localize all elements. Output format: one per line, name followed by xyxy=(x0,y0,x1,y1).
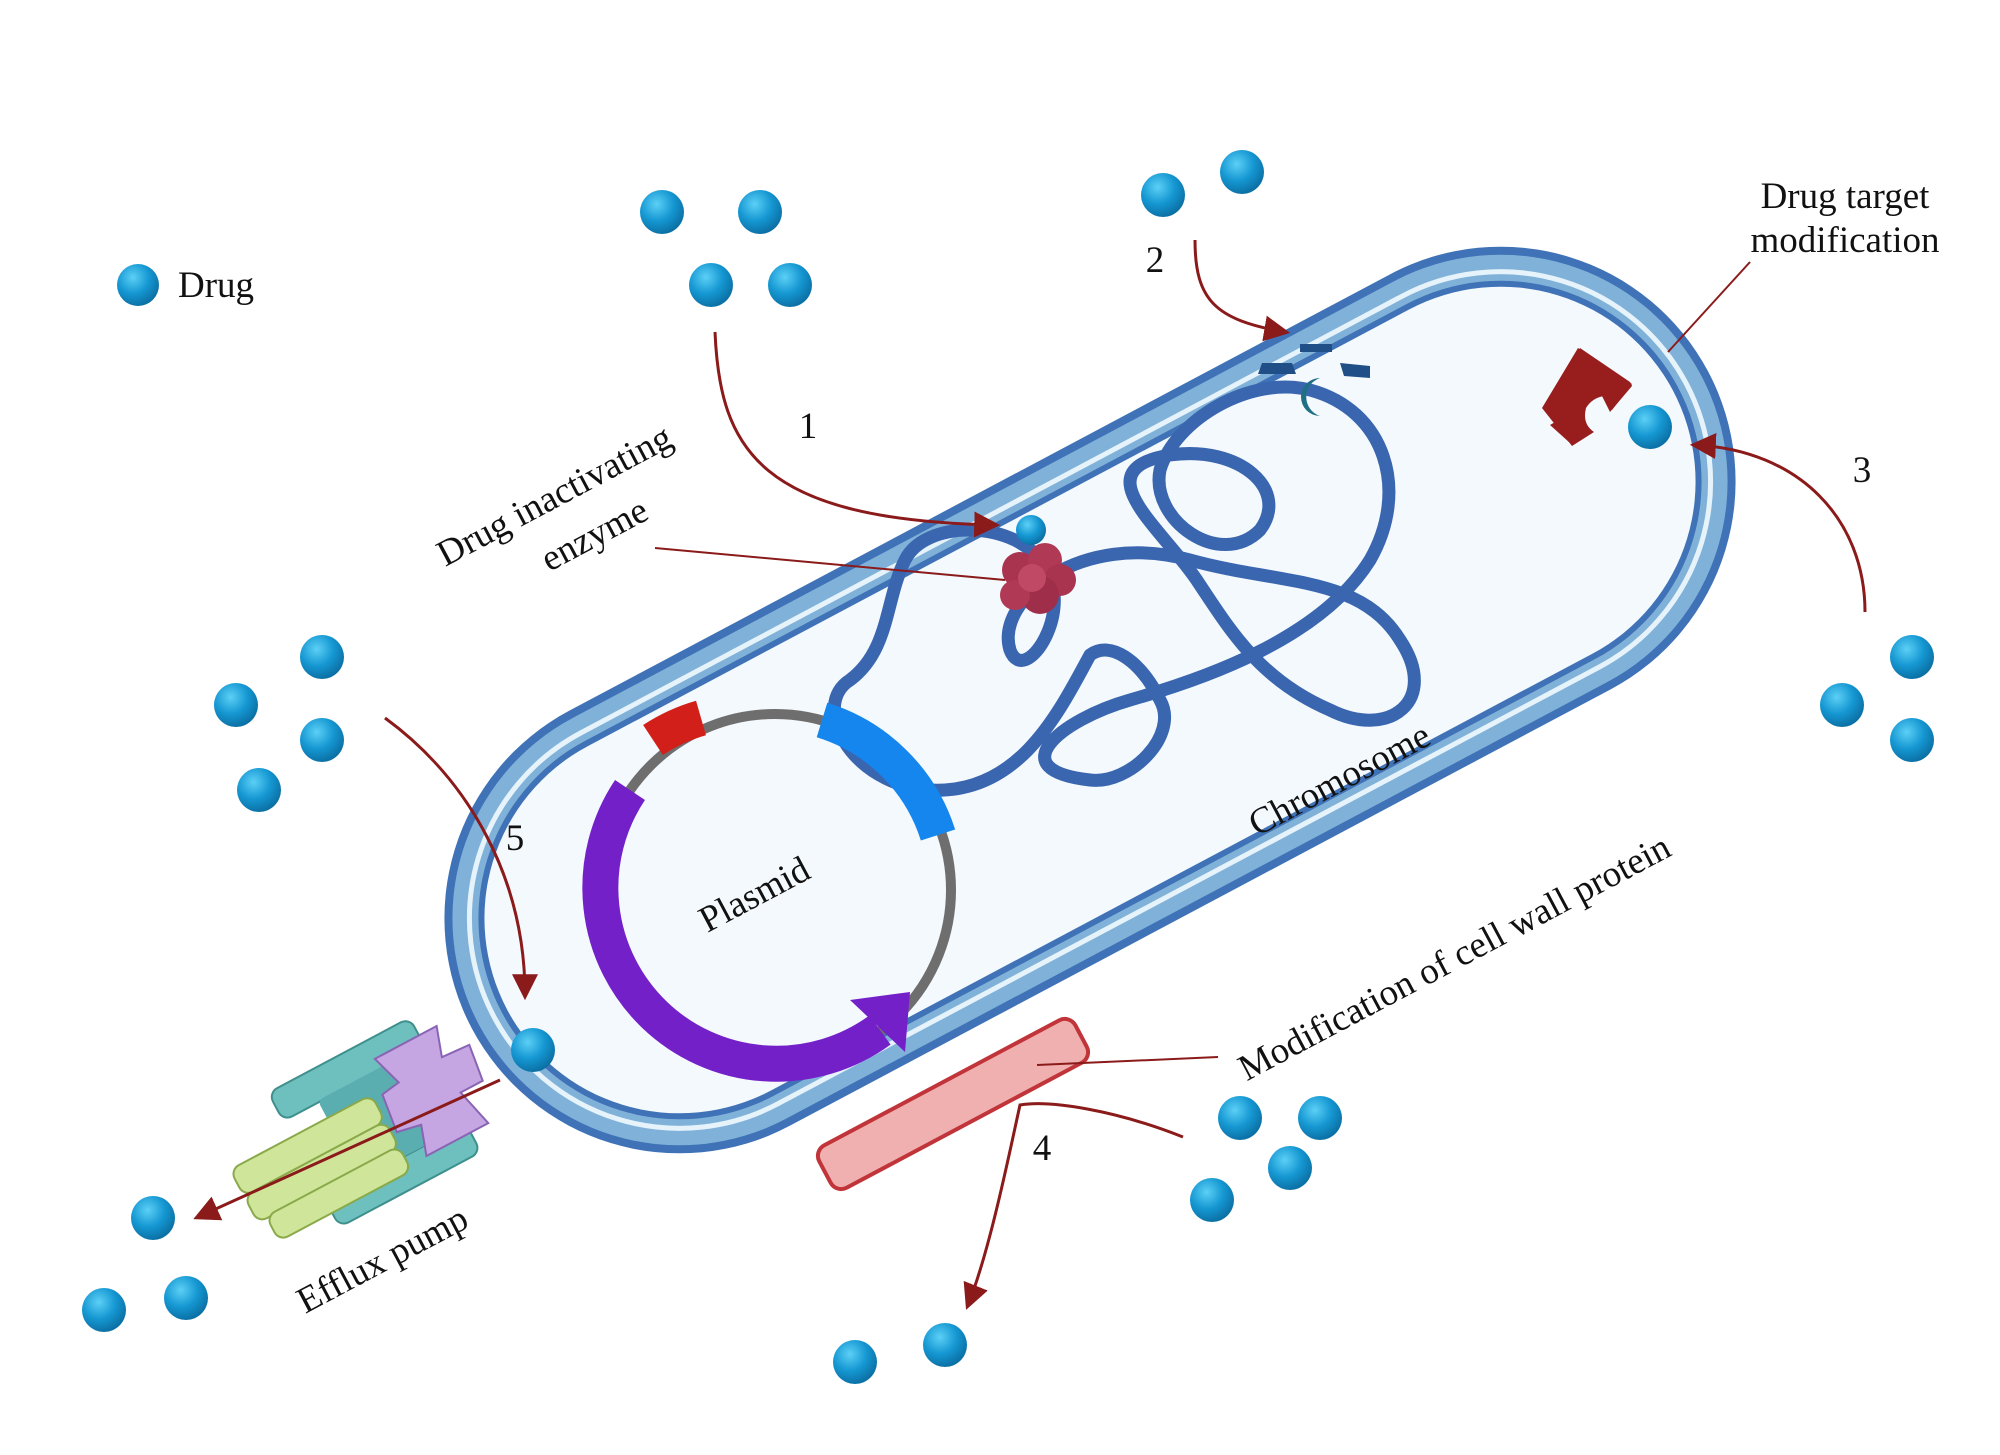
drug-molecule xyxy=(738,190,782,234)
plasmid-gene-arrowhead xyxy=(850,992,910,1052)
drug-inactivating-enzyme xyxy=(1000,543,1076,614)
drug-molecule xyxy=(214,683,258,727)
drug-molecule xyxy=(511,1028,555,1072)
bacterial-cell xyxy=(444,246,1736,1154)
enzyme-lobe xyxy=(1018,564,1046,592)
drug-molecule xyxy=(1220,150,1264,194)
drug-molecule xyxy=(923,1323,967,1367)
leader-lines xyxy=(654,261,1751,1066)
drug-molecule xyxy=(131,1196,175,1240)
arrow-2 xyxy=(1193,239,1291,342)
drug-molecule xyxy=(689,263,733,307)
drug-molecule xyxy=(640,190,684,234)
drug-molecule xyxy=(1190,1178,1234,1222)
mechanism-number-1: 1 xyxy=(799,406,818,447)
arrow-efflux xyxy=(193,1078,501,1221)
ribosome-piece-left xyxy=(1258,363,1296,374)
drug-molecules xyxy=(82,150,1934,1384)
drug-molecule xyxy=(1268,1146,1312,1190)
arrow-3 xyxy=(1689,433,1867,613)
leader-cell-wall xyxy=(1036,1056,1219,1066)
pump-green-tube xyxy=(268,1148,410,1239)
drug-target-label-line2: modification xyxy=(1750,220,1939,261)
drug-molecule xyxy=(833,1340,877,1384)
drug-molecule xyxy=(768,263,812,307)
drug-molecule-legend xyxy=(117,264,159,306)
leader-enzyme xyxy=(654,547,1006,581)
drug-target-label-line1: Drug target xyxy=(1761,176,1931,217)
arrow-5 xyxy=(384,716,538,1001)
drug-molecule xyxy=(1218,1096,1262,1140)
drug-target-shape xyxy=(1542,348,1632,446)
drug-molecule xyxy=(1298,1096,1342,1140)
legend-drug-label: Drug xyxy=(178,265,254,306)
cell-wall-protein xyxy=(815,1016,1091,1192)
drug-molecule xyxy=(300,635,344,679)
mechanism-number-4: 4 xyxy=(1033,1128,1052,1169)
chromosome-dna xyxy=(827,380,1421,797)
ribosome-crescent xyxy=(1301,378,1320,416)
mechanism-number-5: 5 xyxy=(506,818,525,859)
leader-target xyxy=(1667,261,1751,353)
drug-molecule xyxy=(300,718,344,762)
ribosome-fragments xyxy=(1258,344,1370,416)
drug-molecule xyxy=(1141,173,1185,217)
drug-molecule xyxy=(1820,683,1864,727)
efflux-pump xyxy=(232,1020,490,1239)
drug-molecule xyxy=(164,1276,208,1320)
cell-wall-label: Modification of cell wall protein xyxy=(1232,826,1678,1089)
arrow-1 xyxy=(713,331,1001,538)
drug-molecule xyxy=(1890,635,1934,679)
ribosome-piece-top xyxy=(1300,344,1332,352)
plasmid-blue-gene-arc xyxy=(816,702,956,841)
drug-molecule xyxy=(1890,718,1934,762)
plasmid-purple-gene-arc xyxy=(582,780,891,1082)
mechanism-number-3: 3 xyxy=(1853,450,1872,491)
drug-molecule xyxy=(82,1288,126,1332)
ribosome-piece-right xyxy=(1340,363,1370,378)
plasmid-red-gene-arc xyxy=(643,700,707,756)
drug-molecule xyxy=(1628,405,1672,449)
arrow-4 xyxy=(963,1102,1184,1310)
drug-molecule xyxy=(1016,515,1046,545)
mechanism-number-2: 2 xyxy=(1146,240,1165,281)
mechanism-arrows xyxy=(193,239,1867,1310)
drug-molecule xyxy=(237,768,281,812)
